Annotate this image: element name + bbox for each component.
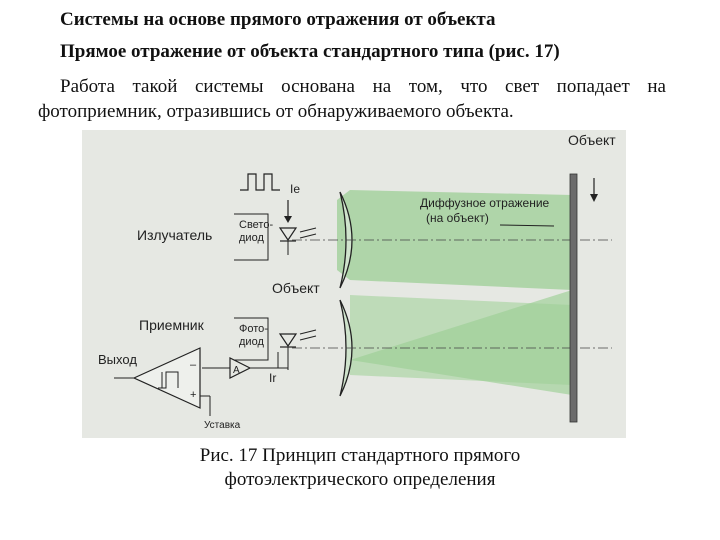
beam-lower-fill: [350, 295, 572, 385]
photodiode-ray-2: [299, 335, 317, 341]
photodiode-icon: [278, 333, 298, 348]
diffuse-pointer: [499, 224, 555, 227]
photodiode-ray-1: [299, 329, 317, 335]
emitter-label: Излучатель: [137, 227, 212, 243]
minus-sign: –: [190, 359, 197, 371]
ie-arrow-head: [284, 216, 292, 223]
output-label: Выход: [98, 352, 137, 367]
receiver-bracket: [234, 317, 269, 361]
amp-label: A: [233, 365, 240, 376]
figure-diagram: Объект Ie Излучатель Свето- диод Диффузн…: [82, 130, 626, 438]
photo-label-line2: диод: [239, 336, 264, 348]
led-icon: [278, 227, 298, 242]
led-label-line1: Свето-: [239, 219, 273, 231]
ir-label: Ir: [269, 371, 276, 385]
diffuse-label-line2: (на объект): [426, 211, 489, 225]
object-middle-label: Объект: [272, 280, 320, 296]
comparator-icon: [132, 347, 201, 409]
photo-label-line1: Фото-: [239, 323, 268, 335]
heading-primary: Системы на основе прямого отражения от о…: [60, 9, 496, 30]
led-ray-1: [299, 227, 317, 233]
object-bar: [569, 173, 578, 423]
body-paragraph: Работа такой системы основана на том, чт…: [38, 76, 666, 122]
emitter-lens: [339, 191, 353, 289]
plus-sign: +: [190, 389, 196, 401]
object-arrow-head: [590, 194, 598, 202]
receiver-label: Приемник: [139, 317, 205, 333]
pulse-signal-icon: [240, 173, 280, 191]
emitter-bracket: [234, 213, 269, 261]
ie-label: Ie: [290, 182, 300, 196]
setpoint-label: Уставка: [204, 420, 241, 431]
object-label: Объект: [568, 132, 616, 148]
receiver-lens: [339, 299, 353, 397]
led-ray-2: [299, 233, 317, 239]
heading-secondary: Прямое отражение от объекта стандартного…: [60, 41, 560, 62]
figure-caption: Рис. 17 Принцип стандартного прямого фот…: [199, 445, 521, 490]
hysteresis-icon: [158, 371, 179, 389]
led-label-line2: диод: [239, 232, 264, 244]
diffuse-label-line1: Диффузное отражение: [420, 196, 550, 210]
